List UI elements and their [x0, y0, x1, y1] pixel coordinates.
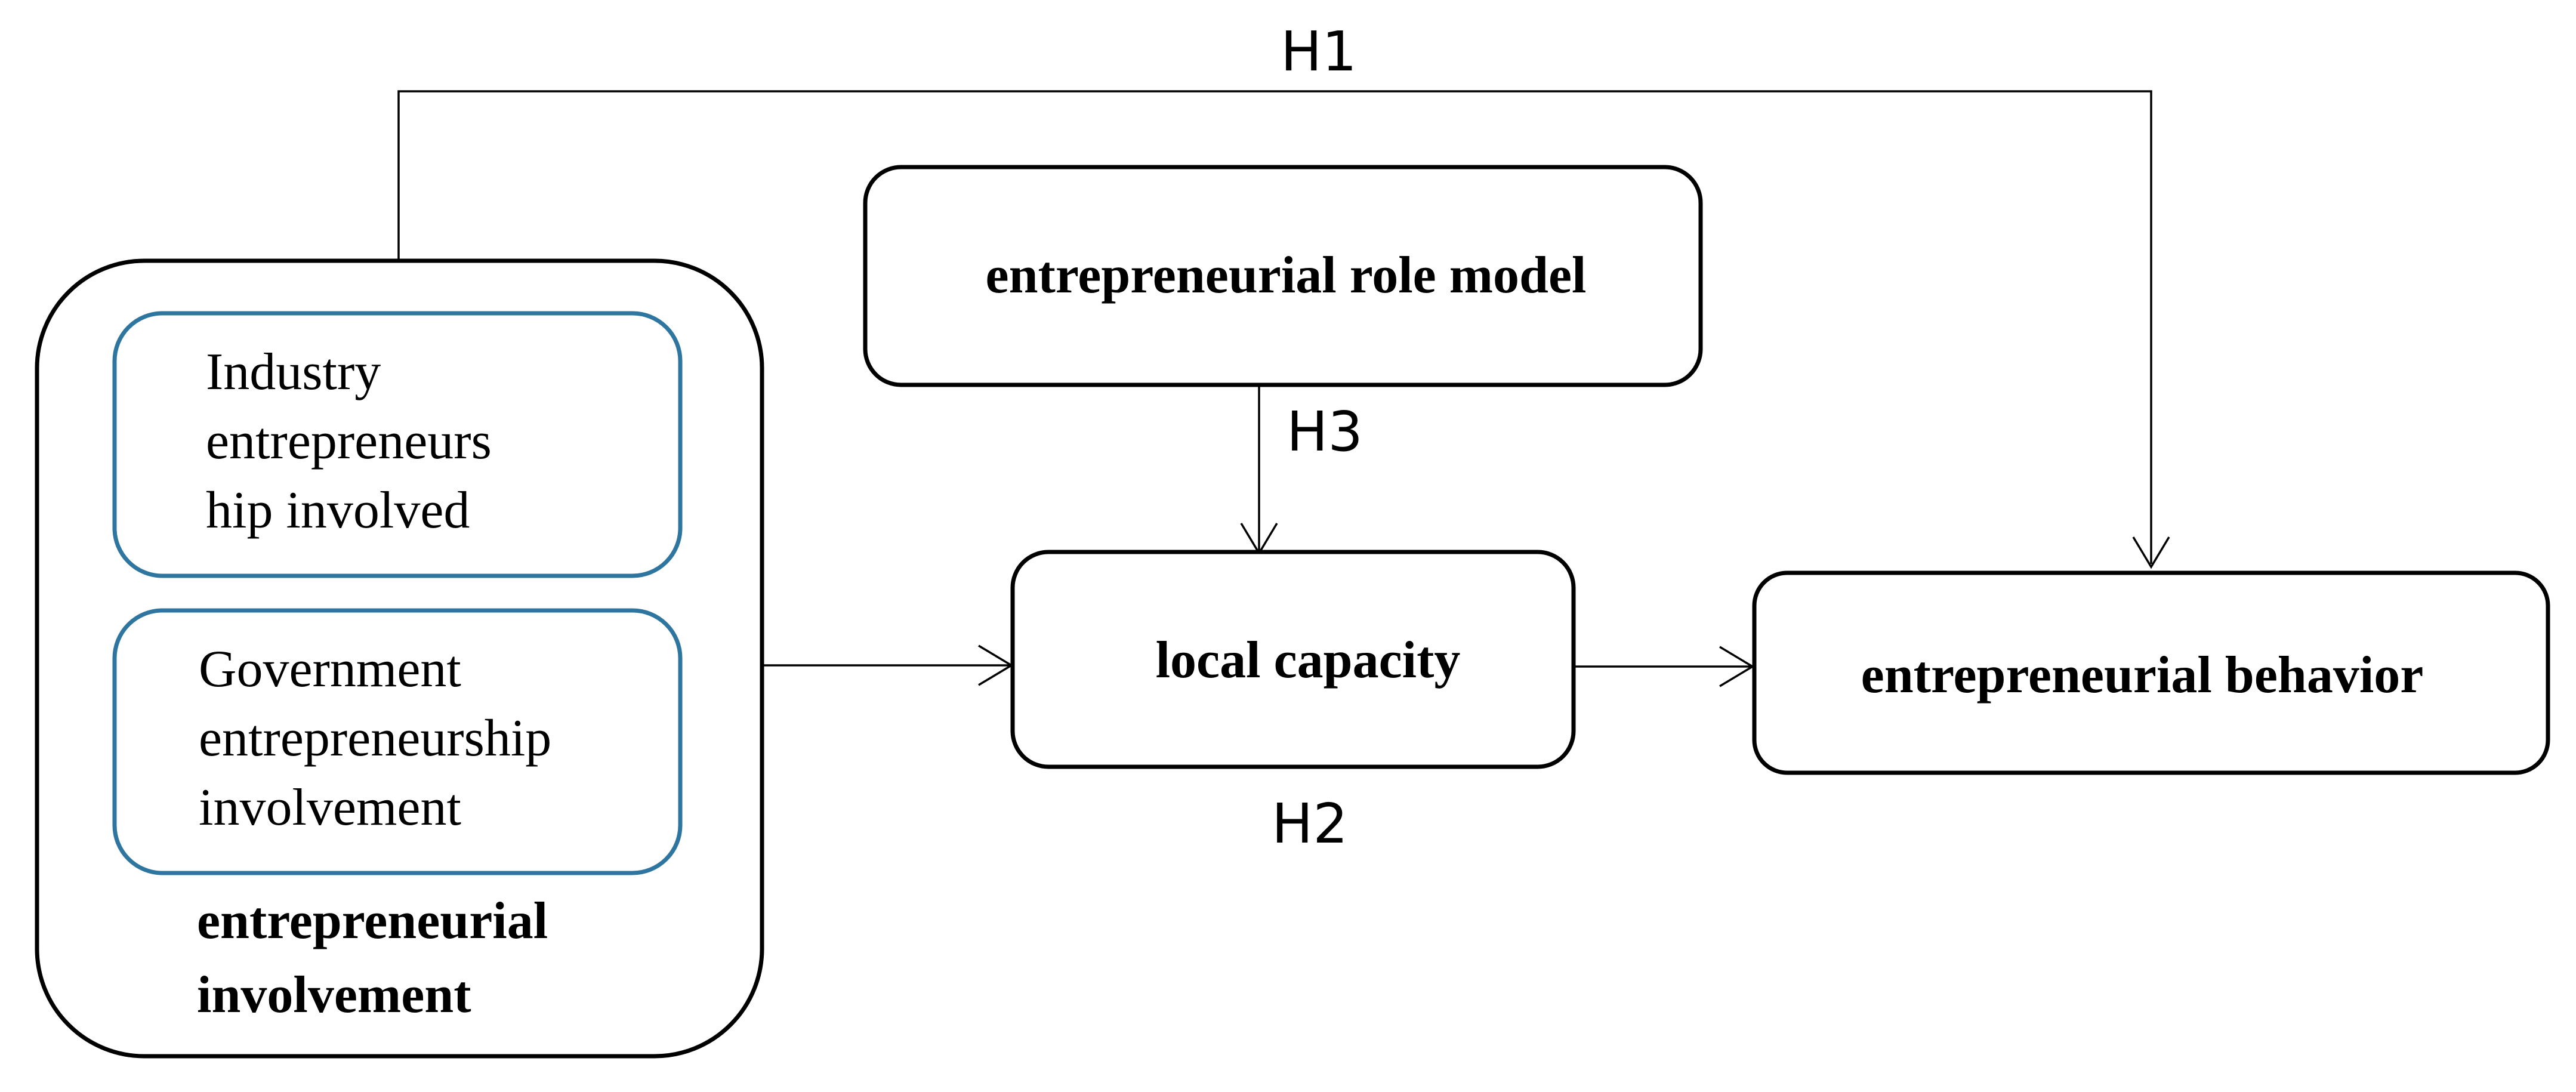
government-line-2: entrepreneurship: [199, 710, 551, 767]
svg-text:Government entrepreneu: Government entrepreneurship involvement: [199, 640, 564, 837]
industry-line-1: Industry: [206, 343, 381, 401]
government-sub-box: [112, 608, 683, 875]
local-capacity-box: [1010, 550, 1576, 769]
government-line-3: involvement: [199, 779, 461, 837]
involvement-title-line-2: involvement: [197, 966, 471, 1024]
industry-sub-box: [112, 311, 683, 578]
local-capacity-label: local capacity: [1156, 631, 1461, 689]
node-entrepreneurial-role-model: entrepreneurial role model: [863, 165, 1703, 387]
node-entrepreneurial-behavior: entrepreneurial behavior: [1752, 570, 2550, 775]
h2-label: H2: [1272, 792, 1348, 856]
government-line-1: Government: [199, 640, 461, 698]
svg-text:entrepreneurial involvem: entrepreneurial involvement: [197, 892, 561, 1024]
industry-line-3: hip involved: [206, 482, 470, 539]
sub-item-government: Government entrepreneurship involvement: [112, 608, 683, 875]
behavior-box: [1752, 570, 2550, 775]
role-model-box: [863, 165, 1703, 387]
node-entrepreneurial-involvement: Industry entrepreneurs hip involved Gove…: [35, 258, 764, 1059]
h1-connector: [397, 90, 2152, 564]
svg-text:Industry entrepreneurs: Industry entrepreneurs hip involved: [206, 343, 505, 539]
involvement-title-line-1: entrepreneurial: [197, 892, 548, 950]
h1-label: H1: [1281, 20, 1357, 84]
h3-label: H3: [1287, 400, 1363, 464]
role-model-label: entrepreneurial role model: [986, 246, 1587, 304]
sub-item-industry: Industry entrepreneurs hip involved: [112, 311, 683, 578]
industry-line-2: entrepreneurs: [206, 412, 492, 470]
node-local-capacity: local capacity: [1010, 550, 1576, 769]
behavior-label: entrepreneurial behavior: [1861, 646, 2424, 704]
h1-arrowhead: [2132, 536, 2170, 569]
